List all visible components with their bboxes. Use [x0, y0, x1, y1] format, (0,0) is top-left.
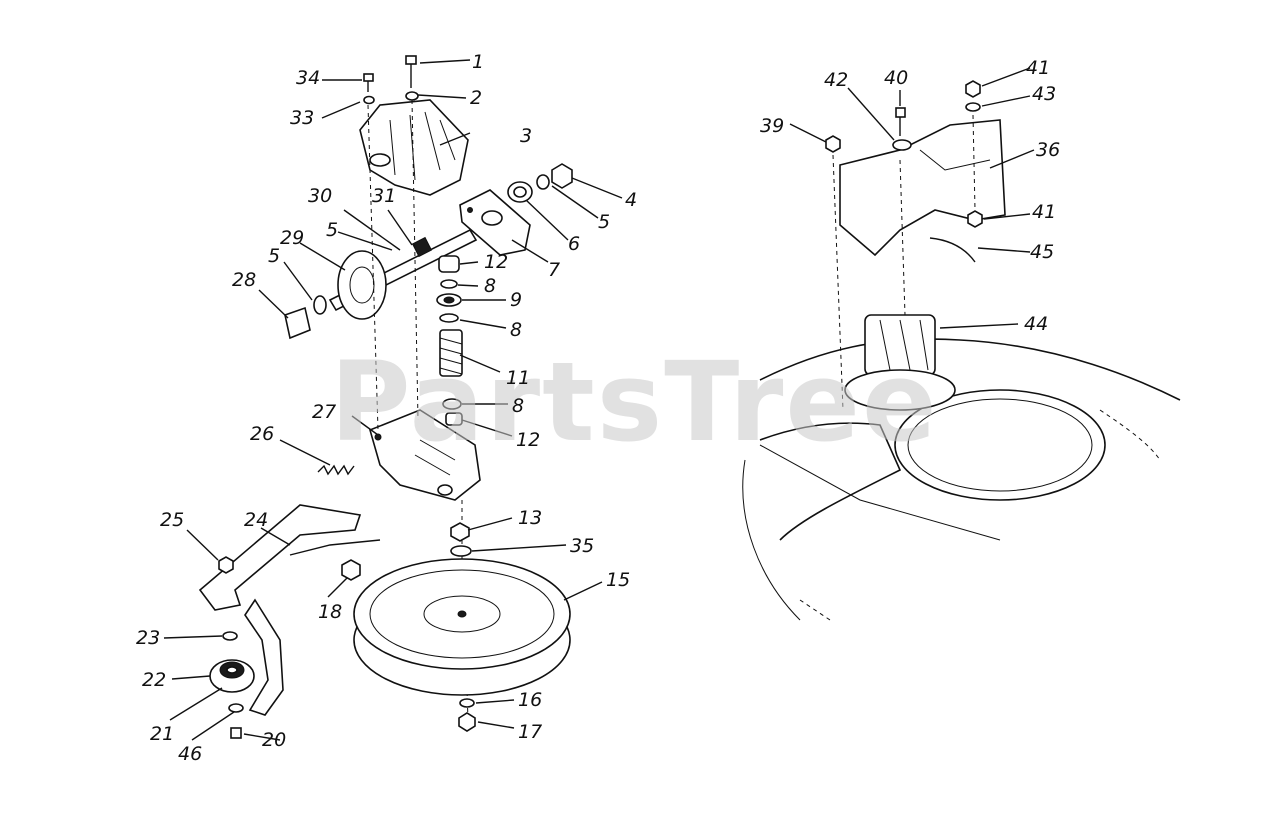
label-30: 30 [308, 185, 332, 207]
label-45: 45 [1030, 241, 1054, 263]
label-8-low: 8 [512, 395, 524, 417]
label-5-a: 5 [268, 245, 280, 267]
bushing-12-top [438, 255, 460, 273]
label-34: 34 [296, 67, 320, 89]
label-2: 2 [470, 87, 482, 109]
nut-4 [551, 163, 573, 189]
nut-18 [341, 559, 361, 581]
washer-2 [405, 91, 419, 101]
bolt-39 [825, 135, 841, 153]
label-46: 46 [178, 743, 202, 765]
bushing-12-low [445, 412, 463, 426]
label-42: 42 [824, 69, 848, 91]
label-8-top: 8 [484, 275, 496, 297]
label-4: 4 [625, 189, 637, 211]
label-15: 15 [606, 569, 630, 591]
washer-46 [228, 703, 244, 713]
spring-26 [317, 464, 355, 476]
idler-arm-24 [198, 504, 381, 716]
gearbox-housing-bottom [369, 409, 481, 501]
bolt-20 [230, 727, 242, 739]
deck-ring [894, 389, 1106, 501]
label-31: 31 [372, 185, 396, 207]
washer-5-left [313, 295, 327, 315]
label-12-low: 12 [516, 429, 540, 451]
label-5-right: 5 [598, 211, 610, 233]
label-9: 9 [510, 289, 522, 311]
label-44: 44 [1024, 313, 1048, 335]
screw-34 [363, 73, 374, 92]
label-43: 43 [1032, 83, 1056, 105]
leader-lines-left [163, 59, 623, 741]
label-16: 16 [518, 689, 542, 711]
label-20: 20 [262, 729, 286, 751]
label-26: 26 [250, 423, 274, 445]
label-40: 40 [884, 67, 908, 89]
label-22: 22 [142, 669, 166, 691]
gearbox-housing-top [359, 99, 469, 196]
washer-5-right [536, 174, 550, 190]
wire-45 [929, 237, 976, 263]
label-41-top: 41 [1026, 57, 1050, 79]
washer-33 [363, 95, 375, 105]
nut-17 [458, 712, 476, 732]
nut-41-low [967, 210, 983, 228]
bearing-6 [507, 181, 533, 203]
motor-44 [844, 314, 956, 411]
washer-8-mid [439, 313, 459, 323]
bolt-1 [405, 55, 417, 88]
leader-lines-right [789, 67, 1035, 329]
nut-25 [218, 556, 234, 574]
washer-8-low [442, 398, 462, 410]
plate-7 [459, 189, 531, 256]
label-33: 33 [290, 107, 314, 129]
pulley-15 [353, 558, 571, 696]
worm-gear-11 [439, 329, 463, 377]
screw-40 [895, 107, 906, 136]
washer-43 [965, 102, 981, 112]
label-12-top: 12 [484, 251, 508, 273]
idler-pulley-22 [209, 659, 255, 693]
washer-35 [450, 545, 472, 557]
label-41-low: 41 [1032, 201, 1056, 223]
bushing-28 [284, 306, 311, 340]
label-8-mid: 8 [510, 319, 522, 341]
label-3: 3 [520, 125, 532, 147]
label-1: 1 [472, 51, 484, 73]
gear-29 [337, 250, 387, 320]
label-36: 36 [1036, 139, 1060, 161]
label-28: 28 [232, 269, 256, 291]
label-25: 25 [160, 509, 184, 531]
label-23: 23 [136, 627, 160, 649]
washer-42 [892, 139, 912, 151]
label-24: 24 [244, 509, 268, 531]
label-27: 27 [312, 401, 336, 423]
watermark: PartsTree [330, 338, 939, 466]
nut-41-top [965, 80, 981, 98]
label-17: 17 [518, 721, 542, 743]
washer-13 [450, 522, 470, 542]
label-5-b: 5 [326, 219, 338, 241]
bearing-9 [436, 293, 462, 307]
label-7: 7 [548, 259, 560, 281]
label-13: 13 [518, 507, 542, 529]
label-39: 39 [760, 115, 784, 137]
belt-guard-36 [839, 119, 1006, 257]
label-18: 18 [318, 601, 342, 623]
label-11: 11 [506, 367, 530, 389]
label-21: 21 [150, 723, 174, 745]
label-29: 29 [280, 227, 304, 249]
washer-8-top [440, 279, 458, 289]
washer-23 [222, 631, 238, 641]
label-6: 6 [568, 233, 580, 255]
label-35: 35 [570, 535, 594, 557]
washer-16 [459, 698, 475, 708]
